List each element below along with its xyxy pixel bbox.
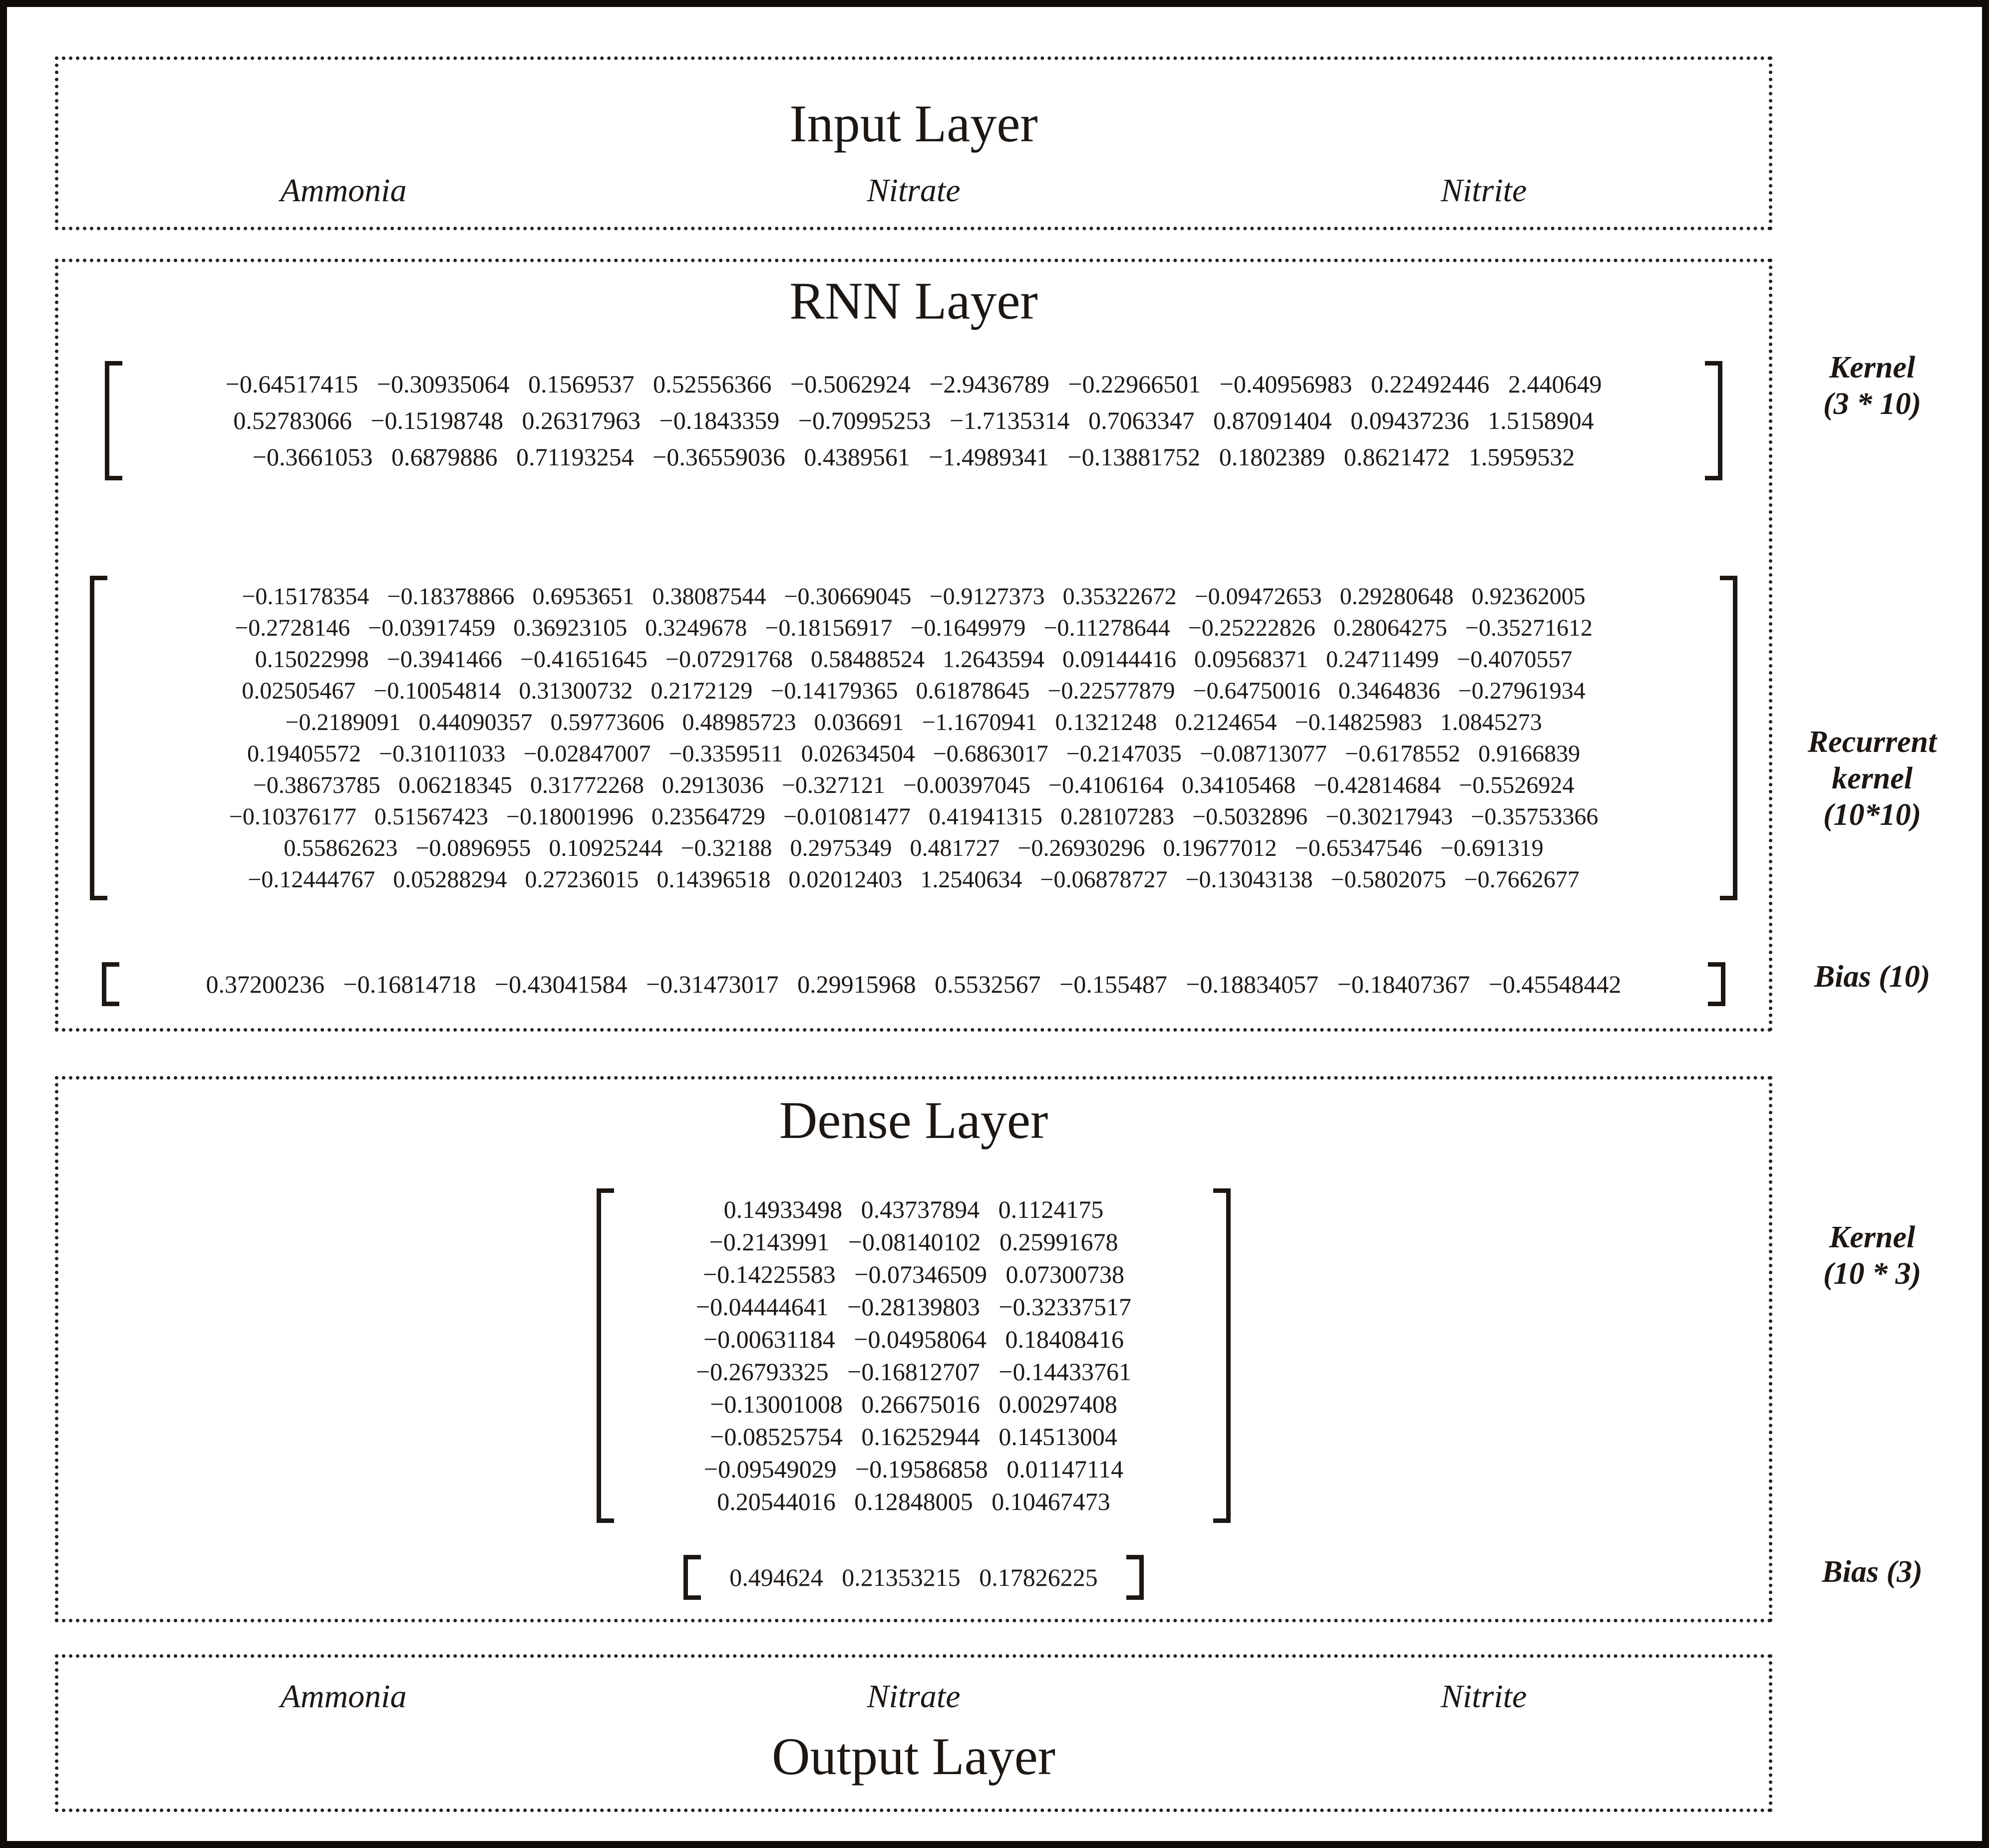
dense-layer-title: Dense Layer bbox=[779, 1091, 1048, 1149]
matrix-row: −0.26793325 −0.16812707 −0.14433761 bbox=[695, 1358, 1132, 1386]
dense-bias-label: Bias (3) bbox=[1822, 1555, 1923, 1589]
matrix-row: −0.64517415 −0.30935064 0.1569537 0.5255… bbox=[225, 370, 1602, 398]
matrix-row: −0.38673785 0.06218345 0.31772268 0.2913… bbox=[253, 772, 1575, 798]
output-layer-title: Output Layer bbox=[771, 1727, 1056, 1786]
matrix-row: 0.20544016 0.12848005 0.10467473 bbox=[717, 1487, 1110, 1515]
output-nodes-row: Ammonia Nitrate Nitrite bbox=[58, 1678, 1769, 1715]
input-node-nitrite: Nitrite bbox=[1440, 172, 1527, 209]
matrix-row: −0.12444767 0.05288294 0.27236015 0.1439… bbox=[248, 866, 1580, 893]
matrix-row: 0.14933498 0.43737894 0.1124175 bbox=[723, 1195, 1104, 1223]
dense-bias-vector: 0.494624 0.21353215 0.17826225 bbox=[683, 1555, 1144, 1600]
input-layer-box: Input Layer Ammonia Nitrate Nitrite bbox=[55, 56, 1772, 230]
matrix-row: −0.10376177 0.51567423 −0.18001996 0.235… bbox=[229, 803, 1599, 830]
input-node-ammonia: Ammonia bbox=[280, 172, 407, 209]
dense-kernel-matrix: 0.14933498 0.43737894 0.1124175 −0.214399… bbox=[597, 1188, 1231, 1523]
matrix-row: 0.15022998 −0.3941466 −0.41651645 −0.072… bbox=[255, 646, 1573, 673]
rnn-kernel-matrix: −0.64517415 −0.30935064 0.1569537 0.5255… bbox=[105, 361, 1722, 480]
dense-kernel-label: Kernel (10 * 3) bbox=[1823, 1220, 1922, 1291]
input-node-nitrate: Nitrate bbox=[867, 172, 961, 209]
rnn-layer-box: RNN Layer −0.64517415 −0.30935064 0.1569… bbox=[55, 259, 1772, 1032]
right-bracket bbox=[1213, 1188, 1231, 1523]
right-bracket bbox=[1705, 361, 1722, 480]
rnn-bias-label: Bias (10) bbox=[1814, 960, 1931, 994]
matrix-row: 0.37200236 −0.16814718 −0.43041584 −0.31… bbox=[206, 970, 1622, 998]
matrix-row: −0.14225583 −0.07346509 0.07300738 bbox=[703, 1260, 1124, 1288]
output-node-nitrite: Nitrite bbox=[1440, 1678, 1527, 1715]
matrix-row: −0.2189091 0.44090357 0.59773606 0.48985… bbox=[285, 709, 1542, 736]
rnn-bias-vector: 0.37200236 −0.16814718 −0.43041584 −0.31… bbox=[102, 962, 1725, 1006]
matrix-row: 0.52783066 −0.15198748 0.26317963 −0.184… bbox=[233, 406, 1594, 434]
rnn-recurrent-kernel-matrix: −0.15178354 −0.18378866 0.6953651 0.3808… bbox=[90, 576, 1737, 900]
left-bracket bbox=[105, 361, 122, 480]
dense-bias-values: 0.494624 0.21353215 0.17826225 bbox=[701, 1555, 1126, 1600]
matrix-row: −0.09549029 −0.19586858 0.01147114 bbox=[703, 1455, 1124, 1483]
matrix-row: −0.13001008 0.26675016 0.00297408 bbox=[710, 1390, 1117, 1418]
rnn-bias-values: 0.37200236 −0.16814718 −0.43041584 −0.31… bbox=[119, 962, 1708, 1006]
matrix-row: −0.08525754 0.16252944 0.14513004 bbox=[710, 1423, 1117, 1451]
right-bracket bbox=[1126, 1555, 1144, 1600]
matrix-row: 0.02505467 −0.10054814 0.31300732 0.2172… bbox=[242, 678, 1586, 704]
output-node-nitrate: Nitrate bbox=[867, 1678, 961, 1715]
matrix-row: 0.494624 0.21353215 0.17826225 bbox=[729, 1563, 1098, 1591]
matrix-row: 0.19405572 −0.31011033 −0.02847007 −0.33… bbox=[247, 740, 1580, 767]
matrix-row: −0.3661053 0.6879886 0.71193254 −0.36559… bbox=[252, 443, 1575, 471]
rnn-layer-title: RNN Layer bbox=[789, 272, 1038, 330]
left-bracket bbox=[102, 962, 119, 1006]
left-bracket bbox=[683, 1555, 701, 1600]
output-layer-box: Ammonia Nitrate Nitrite Output Layer bbox=[55, 1654, 1772, 1812]
right-bracket bbox=[1720, 576, 1737, 900]
output-node-ammonia: Ammonia bbox=[280, 1678, 407, 1715]
rnn-kernel-label: Kernel (3 * 10) bbox=[1823, 351, 1922, 421]
matrix-row: −0.2143991 −0.08140102 0.25991678 bbox=[709, 1228, 1118, 1256]
matrix-row: 0.55862623 −0.0896955 0.10925244 −0.3218… bbox=[284, 835, 1544, 861]
right-bracket bbox=[1708, 962, 1725, 1006]
dense-kernel-values: 0.14933498 0.43737894 0.1124175 −0.214399… bbox=[614, 1188, 1213, 1523]
left-bracket bbox=[90, 576, 107, 900]
rnn-kernel-values: −0.64517415 −0.30935064 0.1569537 0.5255… bbox=[122, 361, 1705, 480]
dense-layer-box: Dense Layer 0.14933498 0.43737894 0.1124… bbox=[55, 1076, 1772, 1622]
matrix-row: −0.2728146 −0.03917459 0.36923105 0.3249… bbox=[235, 615, 1593, 641]
matrix-row: −0.00631184 −0.04958064 0.18408416 bbox=[703, 1325, 1124, 1353]
matrix-row: −0.04444641 −0.28139803 −0.32337517 bbox=[695, 1293, 1132, 1321]
matrix-row: −0.15178354 −0.18378866 0.6953651 0.3808… bbox=[242, 583, 1586, 610]
input-layer-title: Input Layer bbox=[789, 94, 1038, 153]
input-nodes-row: Ammonia Nitrate Nitrite bbox=[58, 172, 1769, 209]
rnn-recurrent-kernel-label: Recurrent kernel (10*10) bbox=[1807, 725, 1937, 832]
left-bracket bbox=[597, 1188, 614, 1523]
rnn-recurrent-kernel-values: −0.15178354 −0.18378866 0.6953651 0.3808… bbox=[107, 576, 1720, 900]
